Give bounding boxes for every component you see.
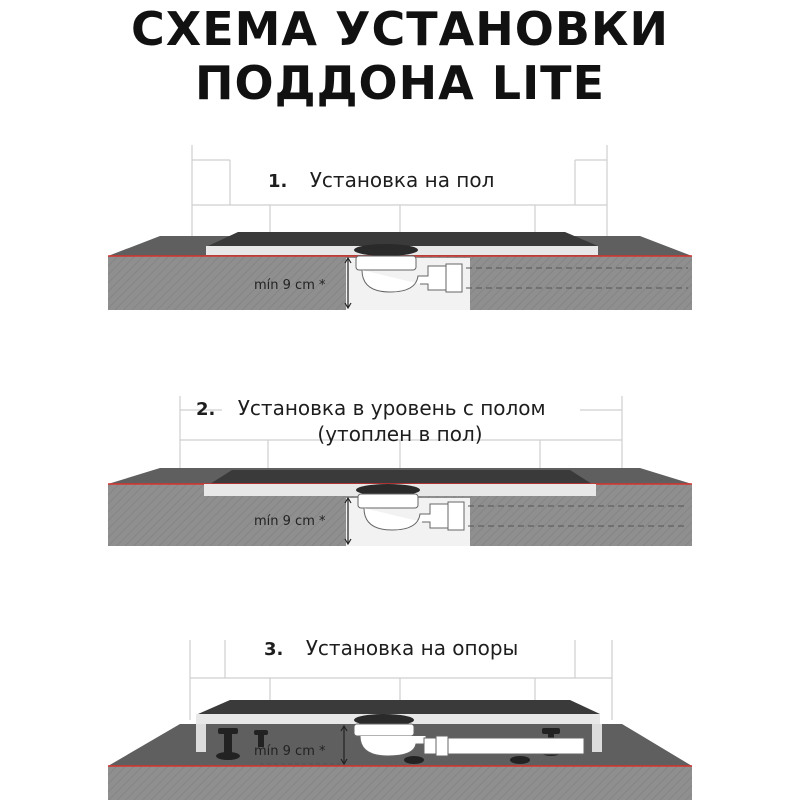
step-2-number: 2.	[196, 399, 216, 420]
drain-pipe-1	[466, 267, 688, 289]
step-2-label: Установка в уровень с полом	[237, 396, 546, 420]
drain-pipe-3	[423, 737, 585, 755]
drain-body-1	[355, 255, 417, 271]
step-1-label: Установка на пол	[309, 168, 495, 192]
tray-top-3	[198, 700, 600, 714]
step-1-heading: 1. Установка на пол	[268, 168, 494, 192]
step-3-heading: 3. Установка на опоры	[264, 636, 518, 660]
min-dimension-2	[344, 496, 352, 546]
tray-top-2	[210, 470, 592, 484]
step-2-min-label: mín 9 cm *	[254, 514, 326, 529]
min-dimension-3	[340, 724, 348, 766]
scene-1-floor-install	[108, 145, 692, 310]
step-3-min-label: mín 9 cm *	[254, 744, 326, 759]
floor-slab-3	[108, 766, 692, 800]
step-3-number: 3.	[264, 639, 284, 660]
step-1-number: 1.	[268, 171, 288, 192]
drain-cap-2	[356, 484, 420, 496]
step-2-heading: 2. Установка в уровень с полом	[196, 396, 546, 420]
title-line-2: ПОДДОНА LITE	[195, 56, 605, 110]
drain-cap-1	[354, 244, 418, 256]
drain-cap-3	[354, 714, 414, 726]
step-3-label: Установка на опоры	[305, 636, 519, 660]
drain-body-3	[353, 723, 415, 737]
drain-pipe-2	[468, 505, 688, 527]
wall-tiles-2	[179, 396, 623, 470]
drain-body-2	[357, 493, 419, 509]
title-line-1: СХЕМА УСТАНОВКИ	[130, 2, 669, 56]
tray-top-1	[208, 232, 598, 246]
scene-2-flush-install	[108, 396, 692, 546]
scene-3-support-install	[108, 640, 692, 800]
step-2-sublabel: (утоплен в пол)	[317, 422, 483, 446]
step-1-min-label: mín 9 cm *	[254, 278, 326, 293]
min-dimension-1	[344, 256, 352, 310]
